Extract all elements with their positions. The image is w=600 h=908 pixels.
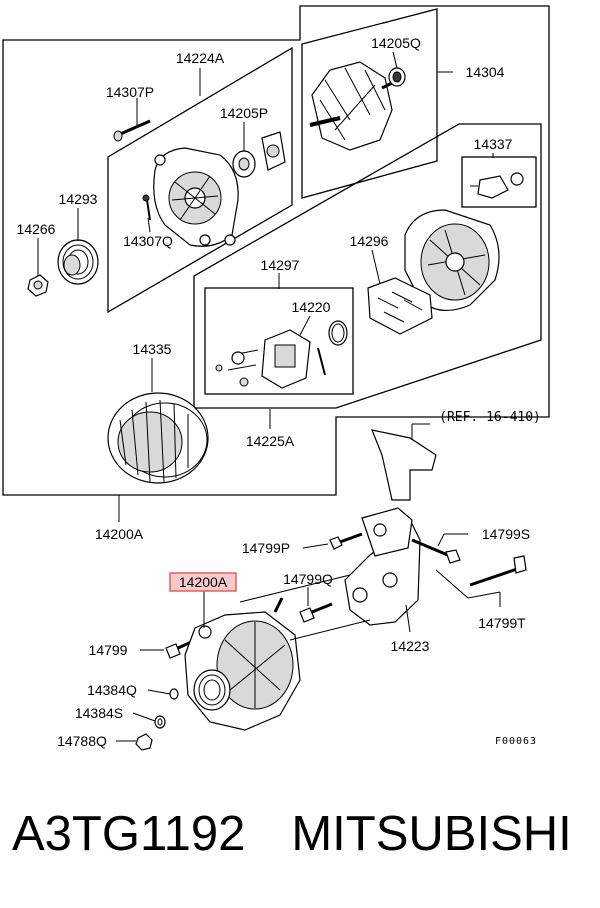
label-14223: 14223 [391, 638, 430, 654]
label-14788q: 14788Q [57, 733, 107, 749]
label-14335: 14335 [133, 341, 172, 357]
regulator-14297 [215, 329, 326, 389]
label-14225a: 14225A [246, 433, 295, 449]
label-14799q: 14799Q [283, 571, 333, 587]
screw-14307p [113, 119, 151, 142]
figure-code: F00063 [495, 736, 537, 747]
label-14384q: 14384Q [87, 682, 137, 698]
stator-14335 [107, 392, 209, 484]
label-14224a: 14224A [176, 50, 225, 66]
terminal-14337 [470, 172, 524, 199]
washer-14384s [154, 715, 166, 729]
rotor-14304 [309, 61, 395, 151]
part-labels: 14224A 14307P 14205P 14205Q 14304 14293 … [17, 35, 541, 749]
bearing-14205q [388, 67, 406, 87]
retainer-plate [261, 131, 286, 171]
label-ref-16-410: (REF. 16-410) [439, 410, 541, 425]
label-14307p: 14307P [106, 84, 154, 100]
rectifier [367, 277, 433, 335]
label-14307q: 14307Q [123, 233, 173, 249]
label-14384s: 14384S [75, 705, 123, 721]
brand-name: MITSUBISHI [291, 807, 572, 861]
front-bracket-14224a [153, 147, 239, 247]
terminal-frame [461, 156, 537, 208]
bolt-14799q [299, 602, 333, 623]
nut-14266 [27, 274, 49, 297]
label-14799p: 14799P [242, 540, 290, 556]
label-14799s: 14799S [482, 526, 530, 542]
seal-14220 [328, 320, 348, 346]
label-14293: 14293 [59, 191, 98, 207]
bolt-14799s [411, 538, 461, 564]
label-14200a-top: 14200A [95, 526, 144, 542]
rear-bracket-frame [193, 123, 542, 409]
rotor-frame [301, 8, 438, 199]
mount-bracket-14223 [344, 507, 421, 626]
label-14304: 14304 [466, 64, 505, 80]
bearing-14205p [232, 150, 256, 178]
label-14266: 14266 [17, 221, 56, 237]
footer-caption: A3TG1192 MITSUBISHI [12, 806, 600, 876]
label-14337: 14337 [474, 136, 513, 152]
rear-bracket-14296 [404, 209, 500, 311]
outer-assembly-frame [2, 5, 550, 496]
bolt-14799t [469, 555, 527, 587]
ref-bracket [371, 429, 437, 501]
leader-lines [37, 51, 501, 742]
screw-14307q [142, 194, 151, 221]
alternator-assembly [184, 597, 301, 731]
washer-14384q [169, 688, 179, 700]
label-14297: 14297 [261, 257, 300, 273]
highlight-box [169, 572, 237, 592]
bolt-14799 [165, 638, 197, 659]
bolt-14799p [329, 532, 363, 550]
part-number: A3TG1192 [12, 807, 246, 861]
label-14799t: 14799T [478, 615, 526, 631]
label-14205q: 14205Q [371, 35, 421, 51]
label-14296: 14296 [350, 233, 389, 249]
label-14220: 14220 [292, 299, 331, 315]
pulley-14293 [57, 239, 99, 285]
label-14205p: 14205P [220, 105, 268, 121]
nut-14788q [135, 733, 153, 751]
label-14799: 14799 [89, 642, 128, 658]
label-14200a-highlighted: 14200A [179, 574, 228, 590]
